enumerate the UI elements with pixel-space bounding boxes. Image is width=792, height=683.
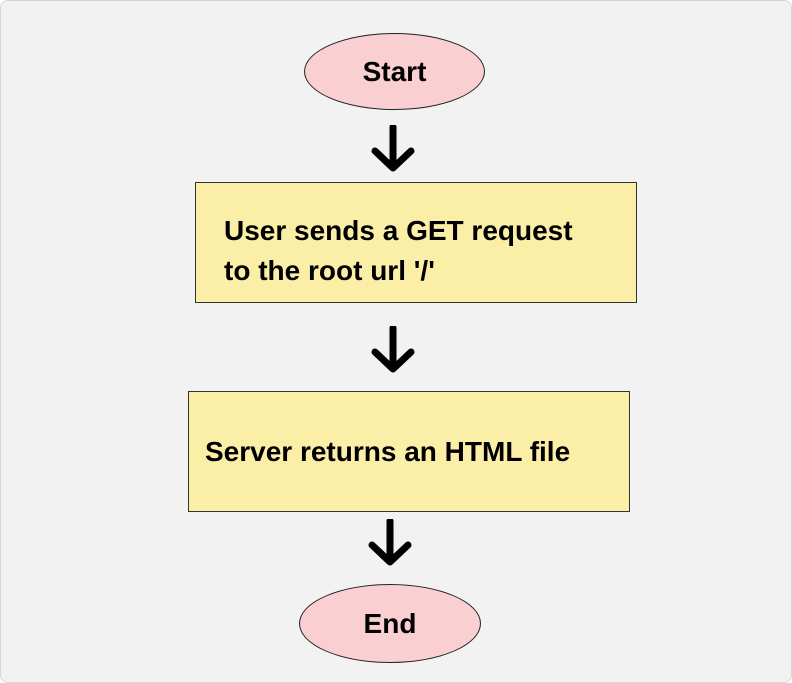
end-label: End [363,607,417,639]
step1-line2: to the root url '/' [224,255,435,286]
step-server-returns-html: Server returns an HTML file [188,391,630,512]
arrow-down-icon [371,326,415,373]
start-node: Start [304,33,485,110]
step-send-get-request: User sends a GET request to the root url… [195,182,637,303]
arrow-down-icon [368,519,412,566]
end-node: End [299,584,481,663]
step1-line1: User sends a GET request [224,215,573,246]
arrow-down-icon [371,125,415,172]
start-label: Start [362,55,427,87]
step2-label: Server returns an HTML file [205,435,571,467]
